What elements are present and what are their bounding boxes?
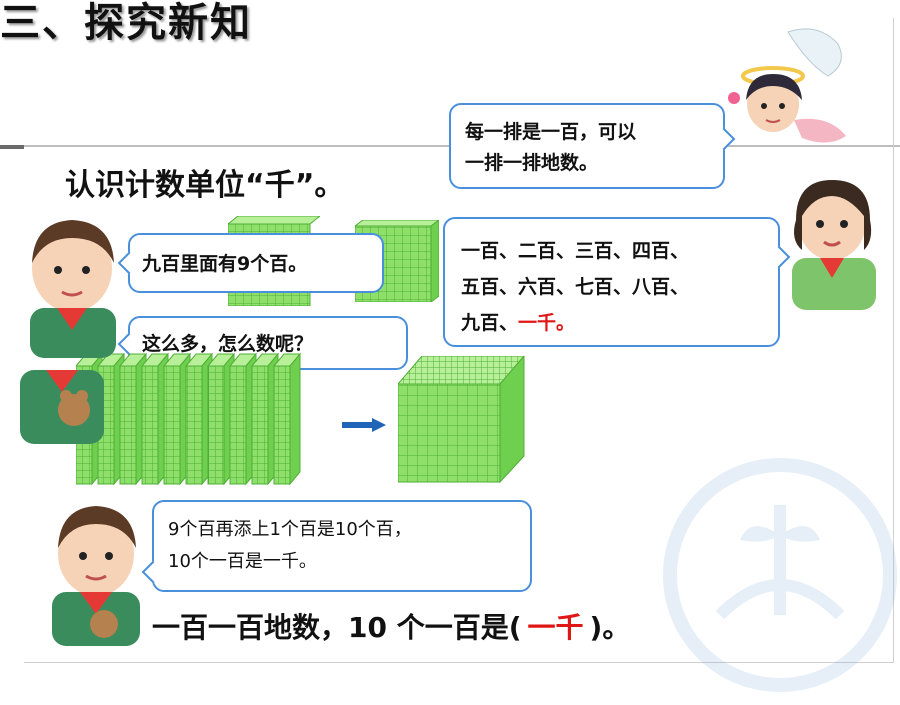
frame-bottom-line	[24, 662, 894, 663]
angel-illustration-icon	[728, 28, 846, 143]
boy-bubble-text: 九百里面有9个百。	[142, 253, 308, 275]
frame-right-line	[893, 18, 894, 663]
watermark-logo-icon	[663, 458, 897, 692]
boy-illustration-icon	[30, 220, 116, 358]
section-subtitle: 认识计数单位“千”。	[65, 168, 345, 203]
page-title: 三、探究新知	[0, 0, 252, 46]
girl-bubble-highlight: 一千。	[518, 312, 576, 334]
girl-bubble-line: 五百、六百、七百、八百、	[461, 276, 690, 298]
boy-illustration-icon	[52, 506, 140, 646]
boy-bubble-text: 这么多，怎么数呢？	[142, 333, 314, 355]
angel-bubble-line: 一排一排地数。	[465, 152, 599, 174]
thousand-cube-block-icon	[398, 356, 525, 484]
girl-bubble-line: 九百、一千。	[461, 305, 762, 341]
boy-bubble-line: 10个一百是一千。	[168, 551, 317, 572]
boy-bubble-line: 9个百再添上1个百是10个百，	[168, 519, 412, 540]
conclusion-sentence: 一百一百地数，10 个一百是(一千)。	[152, 606, 630, 646]
hundred-flat	[272, 352, 302, 486]
right-arrow-icon	[342, 418, 386, 432]
conclusion-answer: 一千	[527, 611, 584, 644]
conclusion-suffix: )。	[589, 611, 631, 644]
angel-speech-bubble: 每一排是一百，可以 一排一排地数。	[449, 103, 736, 189]
title-divider-accent	[0, 145, 24, 149]
boy-illustration-icon	[20, 370, 104, 444]
ten-hundred-flats-icon	[76, 352, 302, 486]
conclusion-prefix: 一百一百地数，10 个一百是(	[152, 611, 522, 644]
boy-speech-bubble-1: 九百里面有9个百。	[117, 233, 384, 293]
girl-bubble-text: 九百、	[461, 312, 519, 334]
angel-bubble-line: 每一排是一百，可以	[465, 121, 637, 143]
girl-speech-bubble: 一百、二百、三百、四百、 五百、六百、七百、八百、 九百、一千。	[443, 217, 791, 347]
girl-bubble-line: 一百、二百、三百、四百、	[461, 240, 690, 262]
girl-illustration-icon	[792, 180, 876, 310]
boy-speech-bubble-3: 9个百再添上1个百是10个百， 10个一百是一千。	[141, 500, 532, 592]
hundred-flat	[250, 352, 280, 486]
